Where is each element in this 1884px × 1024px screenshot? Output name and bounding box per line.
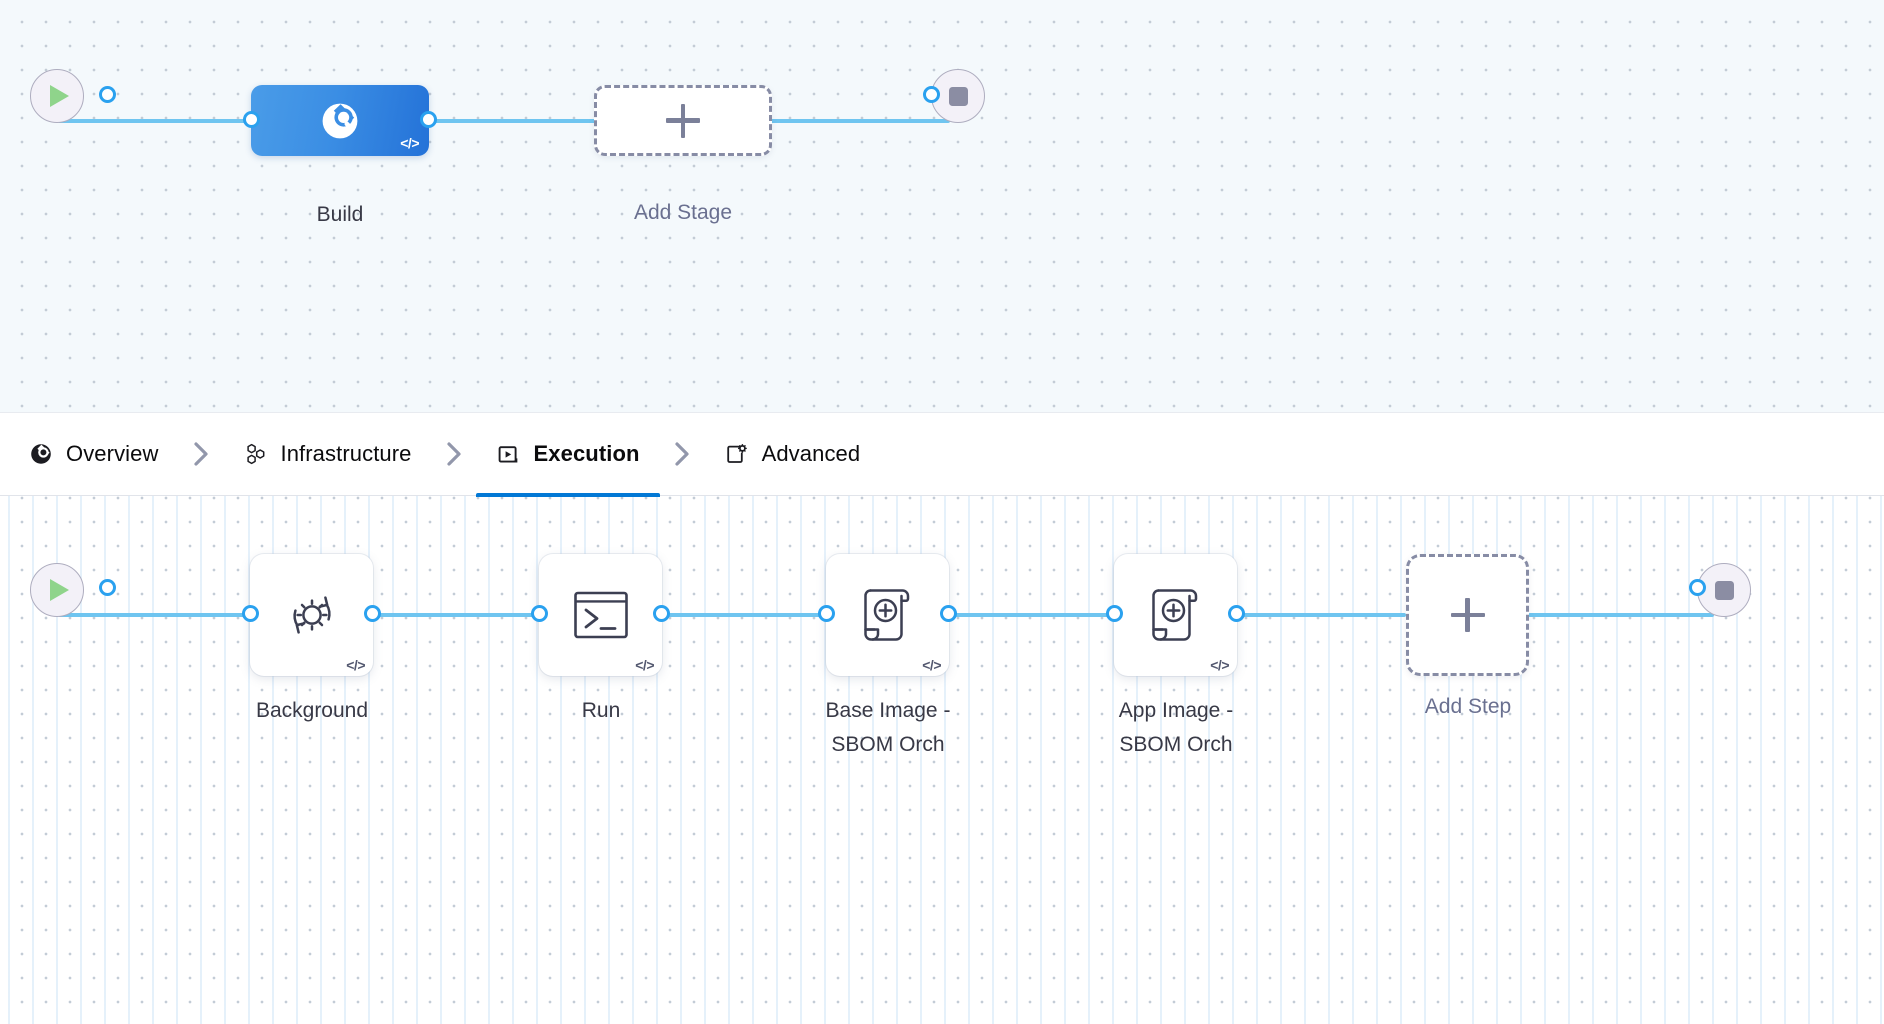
- overview-icon: [28, 441, 54, 467]
- chevron-right-icon: [165, 441, 237, 467]
- stage-label-build: Build: [316, 203, 364, 226]
- add-step-button[interactable]: [1406, 554, 1529, 676]
- gear-refresh-icon: [281, 584, 343, 646]
- tab-overview[interactable]: Overview: [22, 412, 165, 496]
- step-rail-addstep-end: [1528, 613, 1714, 617]
- connector-dot[interactable]: [1689, 579, 1706, 596]
- connector-dot[interactable]: [243, 111, 260, 128]
- connector-dot[interactable]: [653, 605, 670, 622]
- connector-dot[interactable]: [940, 605, 957, 622]
- stage-graph-canvas[interactable]: </> Build Add Stage: [0, 0, 1884, 412]
- execution-icon: [496, 441, 522, 467]
- tab-execution-label: Execution: [533, 441, 640, 466]
- connector-dot[interactable]: [1106, 605, 1123, 622]
- execution-start-node[interactable]: [30, 563, 116, 617]
- connector-dot[interactable]: [364, 605, 381, 622]
- execution-graph-canvas[interactable]: </> Background </> Run: [0, 496, 1884, 1024]
- tab-advanced-label: Advanced: [761, 441, 861, 466]
- step-label-background: Background: [255, 699, 369, 722]
- connector-dot[interactable]: [818, 605, 835, 622]
- stage-rail-add-end: [770, 119, 950, 123]
- code-badge: </>: [635, 657, 654, 673]
- play-icon: [50, 85, 69, 107]
- connector-dot[interactable]: [420, 111, 437, 128]
- harness-ci-icon: [319, 100, 361, 142]
- execution-end-node[interactable]: [1689, 563, 1751, 617]
- step-node-base-image-sbom-orch[interactable]: </>: [818, 554, 957, 676]
- stop-icon: [948, 86, 968, 106]
- add-stage-label: Add Stage: [633, 201, 733, 224]
- step-rail-baseimage-appimage: [946, 613, 1168, 617]
- add-step-label: Add Step: [1424, 695, 1512, 718]
- play-icon: [50, 579, 69, 601]
- tab-infrastructure[interactable]: Infrastructure: [237, 412, 418, 496]
- stage-config-tabs: Overview Infrastructure: [0, 412, 1884, 497]
- connector-dot[interactable]: [99, 579, 116, 596]
- tab-advanced[interactable]: Advanced: [718, 412, 867, 496]
- code-badge: </>: [922, 657, 941, 673]
- connector-dot[interactable]: [1228, 605, 1245, 622]
- step-rail-background-run: [366, 613, 572, 617]
- tab-overview-label: Overview: [66, 441, 159, 466]
- step-node-app-image-sbom-orch[interactable]: </>: [1106, 554, 1245, 676]
- step-node-run[interactable]: </>: [531, 554, 670, 676]
- chevron-right-icon: [418, 441, 490, 467]
- stage-rail-start-build: [58, 119, 258, 123]
- pipeline-end-node[interactable]: [923, 69, 985, 123]
- connector-dot[interactable]: [99, 86, 116, 103]
- plus-icon: [1450, 598, 1485, 632]
- stop-icon: [1714, 580, 1734, 600]
- stage-node-build[interactable]: </>: [243, 85, 437, 156]
- connector-dot[interactable]: [242, 605, 259, 622]
- connector-dot[interactable]: [531, 605, 548, 622]
- step-label-base-image-sbom-orch: Base Image - SBOM Orch: [825, 699, 951, 757]
- step-rail-run-baseimage: [658, 613, 878, 617]
- pipeline-start-node[interactable]: [30, 69, 116, 123]
- step-rail-appimage-addstep: [1234, 613, 1406, 617]
- scroll-plus-icon: [1146, 584, 1206, 646]
- infrastructure-icon: [243, 441, 269, 467]
- step-label-run: Run: [581, 699, 621, 722]
- tab-execution[interactable]: Execution: [475, 412, 660, 497]
- code-badge: </>: [400, 135, 419, 151]
- add-stage-button[interactable]: [594, 85, 772, 156]
- chevron-right-icon: [646, 441, 718, 467]
- connector-dot[interactable]: [923, 86, 940, 103]
- stage-rail-build-add: [420, 119, 600, 123]
- code-badge: </>: [346, 657, 365, 673]
- step-rail-start-background: [58, 613, 264, 617]
- step-node-background[interactable]: </>: [242, 554, 381, 676]
- scroll-plus-icon: [858, 584, 918, 646]
- step-label-app-image-sbom-orch: App Image - SBOM Orch: [1118, 699, 1234, 757]
- advanced-icon: [724, 441, 750, 467]
- code-badge: </>: [1210, 657, 1229, 673]
- plus-icon: [666, 103, 700, 138]
- terminal-icon: [572, 589, 630, 641]
- tab-infrastructure-label: Infrastructure: [280, 441, 412, 466]
